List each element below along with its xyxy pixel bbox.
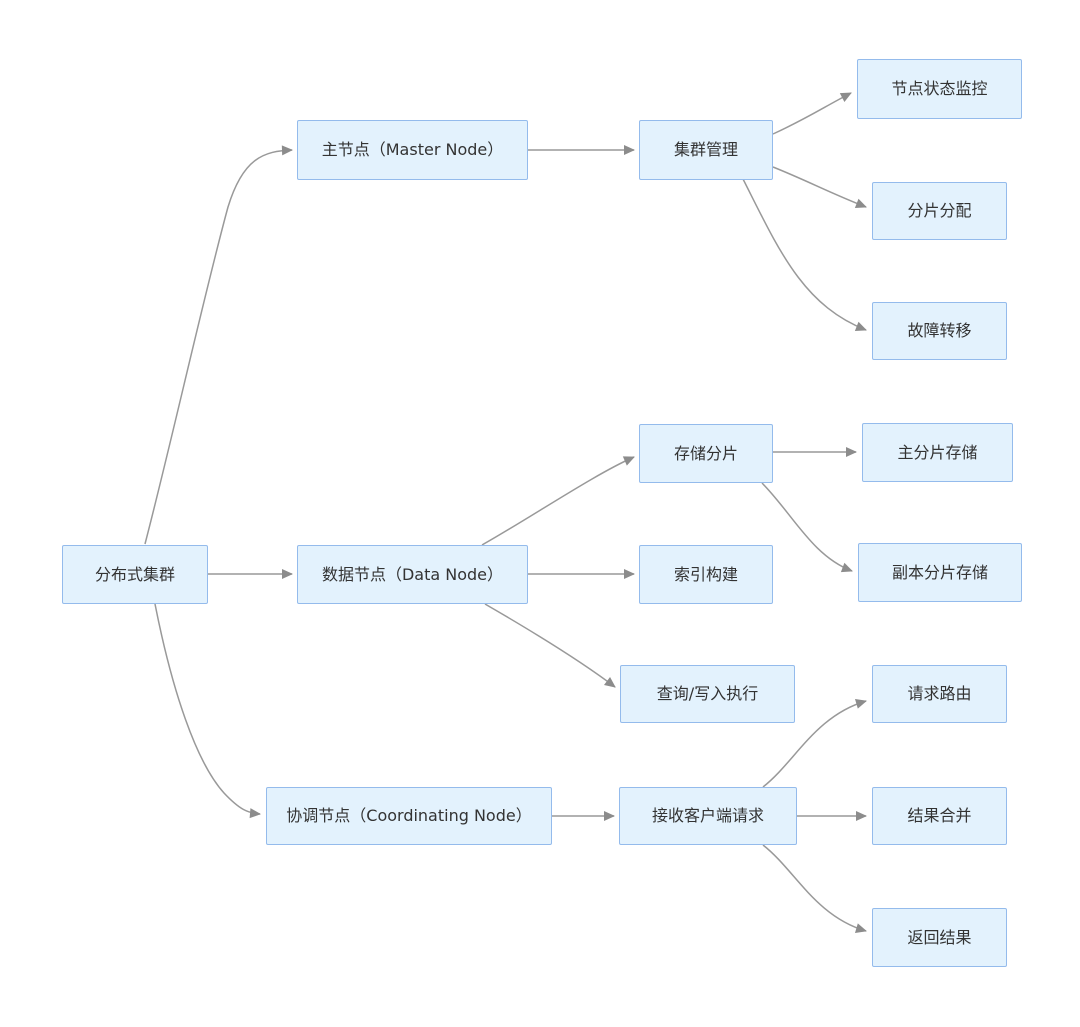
node-node-status-monitoring: 节点状态监控 [857,59,1022,119]
node-request-routing: 请求路由 [872,665,1007,723]
edge-cluster-management-to-shard-allocation [772,166,867,209]
node-replica-shard-storage: 副本分片存储 [858,543,1022,602]
node-failover: 故障转移 [872,302,1007,360]
edge-data-node-to-storage-shard [481,456,635,546]
node-index-building: 索引构建 [639,545,773,604]
edge-receive-request-to-request-routing [762,699,867,788]
node-return-result: 返回结果 [872,908,1007,967]
node-cluster-management: 集群管理 [639,120,773,180]
edge-data-node-to-query-write-execution [484,603,616,688]
node-master: 主节点（Master Node） [297,120,528,180]
node-result-merge: 结果合并 [872,787,1007,845]
edge-cluster-management-to-node-status [772,92,852,135]
edge-root-to-coordinating-node [154,603,261,819]
node-data-node: 数据节点（Data Node） [297,545,528,604]
edge-storage-shard-to-replica-shard-storage [761,482,853,573]
node-coordinating-node: 协调节点（Coordinating Node） [266,787,552,845]
node-query-write-execution: 查询/写入执行 [620,665,795,723]
edge-root-to-master [144,145,293,545]
edge-cluster-management-to-failover [742,178,867,332]
node-distributed-cluster: 分布式集群 [62,545,208,604]
node-primary-shard-storage: 主分片存储 [862,423,1013,482]
node-receive-client-request: 接收客户端请求 [619,787,797,845]
node-storage-shard: 存储分片 [639,424,773,483]
node-shard-allocation: 分片分配 [872,182,1007,240]
edge-receive-request-to-return-result [762,844,867,933]
